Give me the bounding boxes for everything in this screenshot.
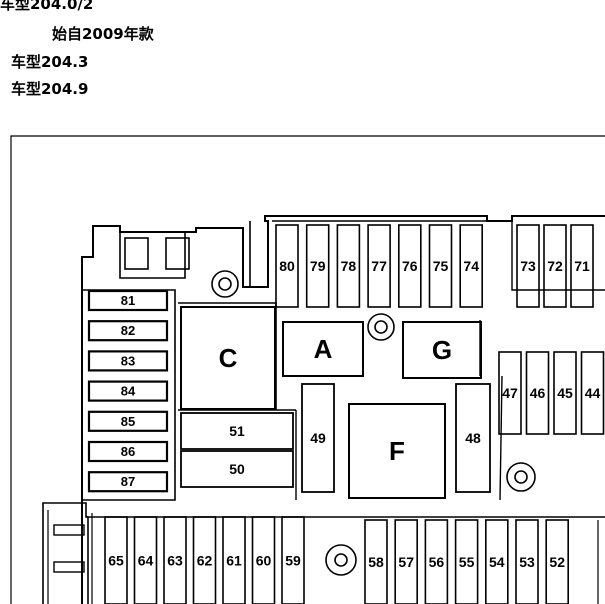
fuse-59-label: 59 [285,553,301,569]
fuse-72: 72 [543,224,567,308]
fuse-75-label: 75 [433,258,449,274]
relay-a: A [282,321,364,377]
fuse-83: 83 [87,350,169,372]
fuse-54-label: 54 [489,554,505,570]
fuse-51-label: 51 [229,423,245,439]
fuse-78: 78 [336,224,361,308]
fuse-83-label: 83 [121,353,135,368]
fuse-61-label: 61 [226,553,242,569]
fuse-52: 52 [545,519,570,604]
fuse-74-label: 74 [463,258,479,274]
fuse-61: 61 [222,516,246,604]
fuse-46-label: 46 [530,385,546,401]
fuse-84-label: 84 [121,384,136,399]
fuse-58: 58 [364,519,388,604]
fuse-81-label: 81 [121,293,135,308]
fuse-71-label: 71 [574,258,590,274]
fuse-63: 63 [163,516,187,604]
fuse-55-label: 55 [459,554,475,570]
relay-f-label: F [389,436,405,466]
relay-g-label: G [432,335,452,365]
relay-f: F [348,403,446,499]
fuse-78-label: 78 [341,258,357,274]
fuse-57: 57 [394,519,419,604]
fuse-53: 53 [515,519,539,604]
fuse-64: 64 [133,516,158,604]
relay-c: C [180,306,276,410]
heading-model-204-9: 车型204.9 [11,80,89,98]
fuse-55: 55 [454,519,479,604]
fuse-85-label: 85 [121,414,135,429]
fuse-85: 85 [87,410,169,432]
relay-a-label: A [314,334,333,364]
fuse-45: 45 [553,351,577,435]
fuse-79: 79 [305,224,330,308]
fuse-45-label: 45 [557,385,573,401]
fuse-56: 56 [424,519,449,604]
fuse-76: 76 [397,224,422,308]
fuse-82-label: 82 [121,323,135,338]
fuse-65-label: 65 [108,553,124,569]
relay-c-label: C [219,343,238,373]
fuse-50-label: 50 [229,461,245,477]
fuse-48-label: 48 [465,430,481,446]
fuse-80-label: 80 [279,258,295,274]
fuse-73-label: 73 [520,258,536,274]
fuse-84: 84 [87,380,169,402]
fuse-79-label: 79 [310,258,326,274]
fuse-65: 65 [104,516,128,604]
heading-model-204-0-2: 车型204.0/2 [0,0,94,13]
fuse-58-label: 58 [368,554,384,570]
fuse-87: 87 [87,471,169,493]
fuse-47: 47 [498,351,522,435]
fuse-64-label: 64 [138,553,154,569]
fuse-81: 81 [87,289,169,312]
fuse-44: 44 [580,351,605,435]
fuse-60-label: 60 [256,553,272,569]
heading-since-2009: 始自2009年款 [52,25,154,43]
fuse-53-label: 53 [519,554,535,570]
fuse-48: 48 [455,383,491,493]
fuse-46: 46 [525,351,550,435]
fuse-76-label: 76 [402,258,418,274]
fuse-51: 51 [180,412,294,450]
fuse-62: 62 [192,516,217,604]
fuse-62-label: 62 [197,553,213,569]
fuse-77-label: 77 [371,258,387,274]
fuse-87-label: 87 [121,474,135,489]
fuse-86-label: 86 [121,444,135,459]
relay-g: G [402,321,482,379]
fuse-72-label: 72 [547,258,563,274]
fuse-56-label: 56 [429,554,445,570]
heading-model-204-3: 车型204.3 [11,53,89,71]
fuse-44-label: 44 [585,385,601,401]
fuse-54: 54 [484,519,509,604]
fuse-49-label: 49 [310,430,326,446]
fuse-63-label: 63 [167,553,183,569]
fuse-47-label: 47 [502,385,518,401]
fuse-82: 82 [87,320,169,342]
fuse-52-label: 52 [549,554,565,570]
fuse-49: 49 [301,383,335,493]
fuse-71: 71 [570,224,594,308]
fuse-77: 77 [367,224,391,308]
fuse-75: 75 [428,224,453,308]
fuse-73: 73 [516,224,540,308]
fuse-86: 86 [87,440,169,463]
fuse-74: 74 [459,224,484,308]
fuse-80: 80 [275,224,299,308]
fuse-57-label: 57 [398,554,414,570]
fuse-59: 59 [281,516,305,604]
fuse-60: 60 [251,516,276,604]
fuse-50: 50 [180,450,294,488]
